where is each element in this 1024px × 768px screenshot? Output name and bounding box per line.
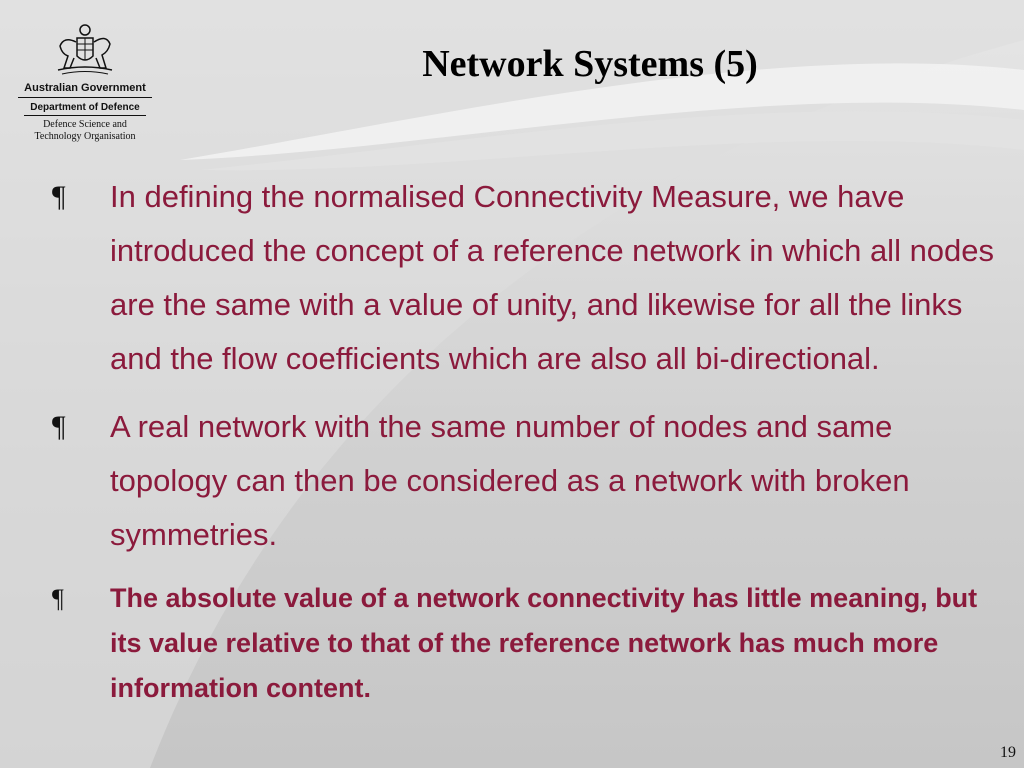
pilcrow-bullet-icon: ¶: [52, 584, 64, 613]
bullet-text: A real network with the same number of n…: [110, 409, 910, 552]
bullet-list: ¶ In defining the normalised Connectivit…: [52, 170, 1002, 711]
organisation-line-1: Defence Science and: [43, 119, 127, 130]
bullet-item: ¶ In defining the normalised Connectivit…: [52, 170, 1002, 386]
pilcrow-bullet-icon: ¶: [52, 180, 66, 213]
dsto-logo: Australian Government Department of Defe…: [18, 22, 152, 143]
department-name: Department of Defence: [24, 102, 146, 116]
bullet-item: ¶ The absolute value of a network connec…: [52, 576, 1002, 711]
bullet-text: In defining the normalised Connectivity …: [110, 179, 995, 376]
organisation-line-2: Technology Organisation: [34, 131, 136, 142]
page-number: 19: [1000, 744, 1016, 761]
bullet-text: The absolute value of a network connecti…: [110, 583, 978, 703]
bullet-item: ¶ A real network with the same number of…: [52, 400, 1002, 562]
coat-of-arms-icon: [57, 24, 113, 75]
government-name: Australian Government: [18, 82, 152, 98]
slide-title: Network Systems (5): [422, 43, 758, 85]
pilcrow-bullet-icon: ¶: [52, 410, 66, 443]
